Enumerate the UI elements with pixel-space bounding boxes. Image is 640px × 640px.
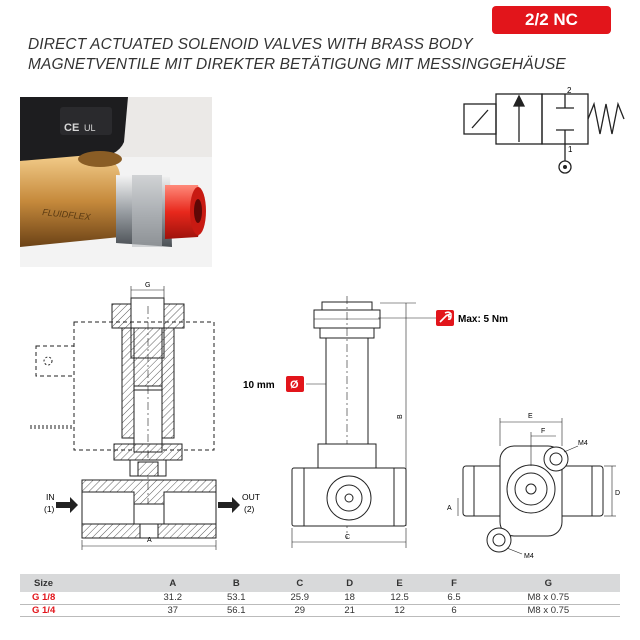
svg-text:UL: UL <box>84 123 96 133</box>
table-header: D <box>331 574 368 592</box>
svg-text:OUT: OUT <box>242 492 260 502</box>
table-header: E <box>367 574 432 592</box>
table-cell: 53.1 <box>204 592 269 605</box>
title-english: DIRECT ACTUATED SOLENOID VALVES WITH BRA… <box>28 36 473 53</box>
table-cell: 25.9 <box>268 592 332 605</box>
side-view <box>291 296 436 548</box>
table-header-row: Size A B C D E F G <box>20 574 620 592</box>
svg-text:Max: 5 Nm: Max: 5 Nm <box>458 314 508 325</box>
table-cell: 37 <box>141 604 205 617</box>
svg-text:D: D <box>615 490 620 497</box>
table-header: Size <box>20 574 142 592</box>
svg-text:Ø: Ø <box>290 379 299 391</box>
svg-text:CE: CE <box>64 122 79 134</box>
svg-text:A: A <box>147 537 152 544</box>
table-header: B <box>204 574 269 592</box>
diameter-icon: Ø <box>286 376 304 392</box>
svg-text:M4: M4 <box>524 553 534 560</box>
svg-text:A: A <box>447 505 452 512</box>
table-cell: 18 <box>331 592 368 605</box>
table-row: G 1/4 37 56.1 29 21 12 6 M8 x 0.75 <box>20 604 620 617</box>
svg-text:(1): (1) <box>44 504 55 514</box>
product-photo: CE UL FLUIDFLEX <box>20 97 212 267</box>
svg-text:M4: M4 <box>578 440 588 447</box>
svg-text:2: 2 <box>567 86 572 95</box>
wrench-icon <box>436 310 454 326</box>
svg-text:IN: IN <box>46 492 55 502</box>
iso-valve-symbol: 2 1 <box>463 86 625 174</box>
table-cell: 56.1 <box>204 604 269 617</box>
svg-text:E: E <box>528 413 533 420</box>
table-header: A <box>141 574 205 592</box>
svg-text:1: 1 <box>568 145 573 154</box>
table-header: G <box>476 574 620 592</box>
valve-type-badge: 2/2 NC <box>492 6 611 34</box>
svg-text:F: F <box>541 428 545 435</box>
svg-text:10 mm: 10 mm <box>243 380 275 391</box>
ce-ul-mark-icon: CE UL <box>64 122 96 134</box>
technical-drawings: G IN (1) OUT (2) A B C Max: 5 Nm 10 mm <box>30 282 620 560</box>
table-cell: 6 <box>431 604 477 617</box>
table-cell: 29 <box>268 604 332 617</box>
table-cell-size: G 1/4 <box>20 604 142 617</box>
svg-text:(2): (2) <box>244 504 255 514</box>
dimensions-table: Size A B C D E F G G 1/8 31.2 53.1 25.9 … <box>20 574 620 617</box>
bottom-view <box>457 418 616 555</box>
table-cell: 6.5 <box>431 592 477 605</box>
svg-text:B: B <box>397 414 404 419</box>
svg-text:C: C <box>345 534 350 541</box>
table-row: G 1/8 31.2 53.1 25.9 18 12.5 6.5 M8 x 0.… <box>20 592 620 605</box>
table-cell-size: G 1/8 <box>20 592 142 605</box>
title-german: MAGNETVENTILE MIT DIREKTER BETÄTIGUNG MI… <box>28 56 566 73</box>
table-cell: M8 x 0.75 <box>476 592 620 605</box>
table-cell: M8 x 0.75 <box>476 604 620 617</box>
table-cell: 12 <box>367 604 432 617</box>
table-header: F <box>431 574 477 592</box>
table-header: C <box>268 574 332 592</box>
table-cell: 12.5 <box>367 592 432 605</box>
section-view <box>30 286 240 550</box>
table-cell: 31.2 <box>141 592 205 605</box>
svg-text:G: G <box>145 282 150 289</box>
table-cell: 21 <box>331 604 368 617</box>
